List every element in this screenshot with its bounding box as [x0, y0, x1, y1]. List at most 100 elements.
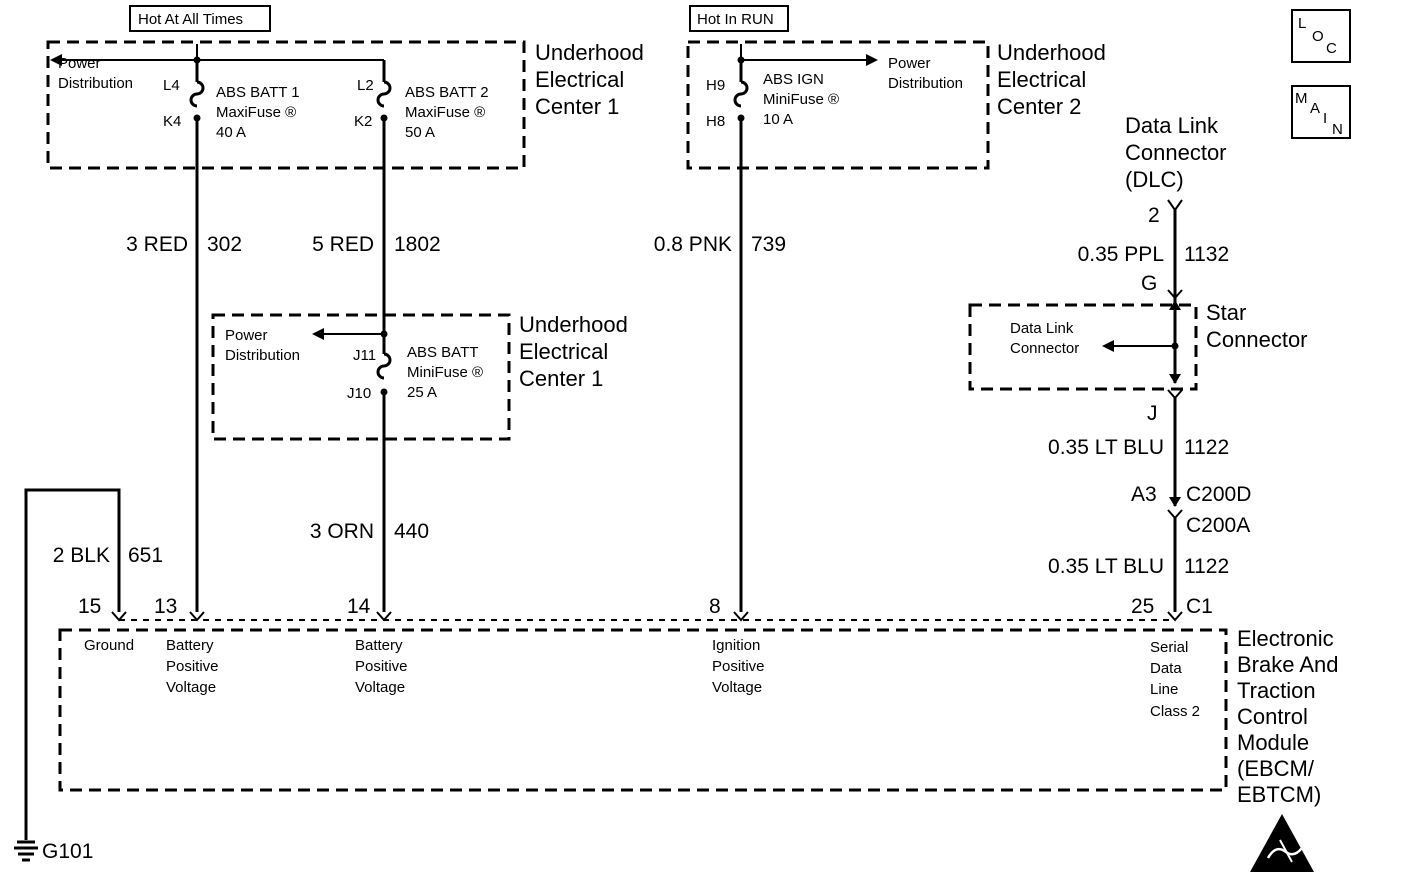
pin25-desc-4: Class 2 — [1150, 703, 1200, 720]
wire-1132-circuit: 1132 — [1184, 243, 1229, 266]
dlc-title-3: (DLC) — [1125, 167, 1184, 192]
uec2-pd-2: Distribution — [888, 75, 963, 92]
module-title-7: EBTCM) — [1237, 782, 1321, 807]
uec2-box: Underhood Electrical Center 2 Power Dist… — [686, 40, 1106, 170]
module-title-2: Brake And — [1237, 652, 1339, 677]
star-title-1: Star — [1206, 300, 1246, 325]
pin14-desc-3: Voltage — [355, 679, 405, 696]
pin-l4: L4 — [163, 77, 180, 94]
module-title-6: (EBCM/ — [1237, 756, 1315, 781]
star-title-2: Connector — [1206, 327, 1308, 352]
loc-icon[interactable]: L O C — [1291, 9, 1351, 63]
wire-1132-gauge: 0.35 PPL — [1078, 243, 1164, 266]
uec1-mid-title-3: Center 1 — [519, 366, 603, 391]
fuse1-type: MaxiFuse ® — [216, 104, 296, 121]
loc-letter-o: O — [1312, 28, 1324, 45]
uec1-top-title-1: Underhood — [535, 40, 644, 65]
uec1-top-pd-2: Distribution — [58, 75, 133, 92]
wire-1122a-gauge: 0.35 LT BLU — [1048, 436, 1164, 459]
uec1-top-pd-1: Power — [58, 55, 101, 72]
fuse-ign-rating: 10 A — [763, 111, 793, 128]
wire-440-gauge: 3 ORN — [310, 520, 374, 543]
wire-1802-gauge: 5 RED — [312, 233, 374, 256]
pin25-desc-1: Serial — [1150, 639, 1188, 656]
module-title-5: Module — [1237, 730, 1309, 755]
ground-icon — [14, 840, 38, 862]
module-title-3: Traction — [1237, 678, 1316, 703]
pin-k4: K4 — [163, 113, 181, 130]
wire-1122a-circuit: 1122 — [1184, 436, 1229, 459]
uec1-top-title-3: Center 1 — [535, 94, 619, 119]
main-icon[interactable]: M A I N — [1291, 85, 1351, 139]
main-letter-a: A — [1310, 100, 1320, 117]
pin13-desc-3: Voltage — [166, 679, 216, 696]
c200-pin-a3: A3 — [1131, 483, 1157, 506]
c200-connector: A3 C200D C200A — [1131, 483, 1251, 537]
wire-302-circuit: 302 — [207, 233, 242, 256]
fuse1-rating: 40 A — [216, 124, 246, 141]
pin15-desc: Ground — [84, 637, 134, 654]
star-inner-1: Data Link — [1010, 320, 1074, 337]
pin13-desc-1: Battery — [166, 637, 214, 654]
uec1-mid-title-1: Underhood — [519, 312, 628, 337]
wire-651-circuit: 651 — [128, 544, 163, 567]
fuse-mid-type: MiniFuse ® — [407, 364, 483, 381]
module-title-4: Control — [1237, 704, 1308, 729]
loc-letter-l: L — [1298, 15, 1306, 32]
dlc-pin-2: 2 — [1148, 204, 1160, 227]
pin13-desc-2: Positive — [166, 658, 219, 675]
pin-h8: H8 — [706, 113, 725, 130]
fuse2-type: MaxiFuse ® — [405, 104, 485, 121]
pin-14: 14 — [347, 595, 371, 618]
pin-k2: K2 — [354, 113, 372, 130]
wire-440-circuit: 440 — [394, 520, 429, 543]
uec1-top-title-2: Electrical — [535, 67, 624, 92]
dlc-connector-icon — [1167, 199, 1183, 212]
star-bottom-connector-icon — [1167, 389, 1183, 400]
uec1-mid-pd-1: Power — [225, 327, 268, 344]
module-title-1: Electronic — [1237, 626, 1334, 651]
pin-8: 8 — [709, 595, 721, 618]
pin-15: 15 — [78, 595, 101, 618]
main-letter-i: I — [1323, 110, 1327, 127]
pin-13: 13 — [154, 595, 177, 618]
wire-302-gauge: 3 RED — [126, 233, 188, 256]
pin-h9: H9 — [706, 77, 725, 94]
uec2-title-1: Underhood — [997, 40, 1106, 65]
dlc-title-2: Connector — [1125, 140, 1227, 165]
uec1-mid-box: Underhood Electrical Center 1 Power Dist… — [211, 312, 628, 441]
uec2-title-3: Center 2 — [997, 94, 1081, 119]
c200d-label: C200D — [1186, 483, 1251, 506]
fuse2-name: ABS BATT 2 — [405, 84, 489, 101]
fuse2-rating: 50 A — [405, 124, 435, 141]
wire-1802-circuit: 1802 — [394, 233, 441, 256]
fuse-mid-name: ABS BATT — [407, 344, 478, 361]
pin8-desc-1: Ignition — [712, 637, 760, 654]
pin-j10: J10 — [347, 385, 371, 402]
ground-g101-label: G101 — [42, 840, 93, 863]
uec1-mid-pd-2: Distribution — [225, 347, 300, 364]
hot-at-all-times-text: Hot At All Times — [138, 11, 243, 28]
fuse-abs-batt-mini-icon — [376, 352, 392, 380]
wire-651-gauge: 2 BLK — [53, 544, 110, 567]
fuse-abs-batt1-icon — [189, 80, 205, 108]
star-connector-box: Star Connector Data Link Connector G J — [968, 272, 1308, 425]
star-pin-g: G — [1141, 272, 1157, 295]
wire-739-circuit: 739 — [751, 233, 786, 256]
hot-in-run-text: Hot In RUN — [697, 11, 774, 28]
pin-j11: J11 — [353, 347, 376, 364]
dlc-title-1: Data Link — [1125, 113, 1219, 138]
wire-1122b-gauge: 0.35 LT BLU — [1048, 555, 1164, 578]
pin14-desc-2: Positive — [355, 658, 408, 675]
main-letter-n: N — [1332, 121, 1343, 138]
fuse-ign-name: ABS IGN — [763, 71, 824, 88]
ebcm-module-box: Ground Battery Positive Voltage Battery … — [58, 626, 1339, 807]
hot-at-all-times-label: Hot At All Times — [129, 5, 271, 32]
pin25-desc-3: Line — [1150, 681, 1178, 698]
connector-c1-label: C1 — [1186, 595, 1213, 618]
wire-739-gauge: 0.8 PNK — [654, 233, 732, 256]
fuse-ign-type: MiniFuse ® — [763, 91, 839, 108]
fuse-abs-batt2-icon — [376, 80, 392, 108]
